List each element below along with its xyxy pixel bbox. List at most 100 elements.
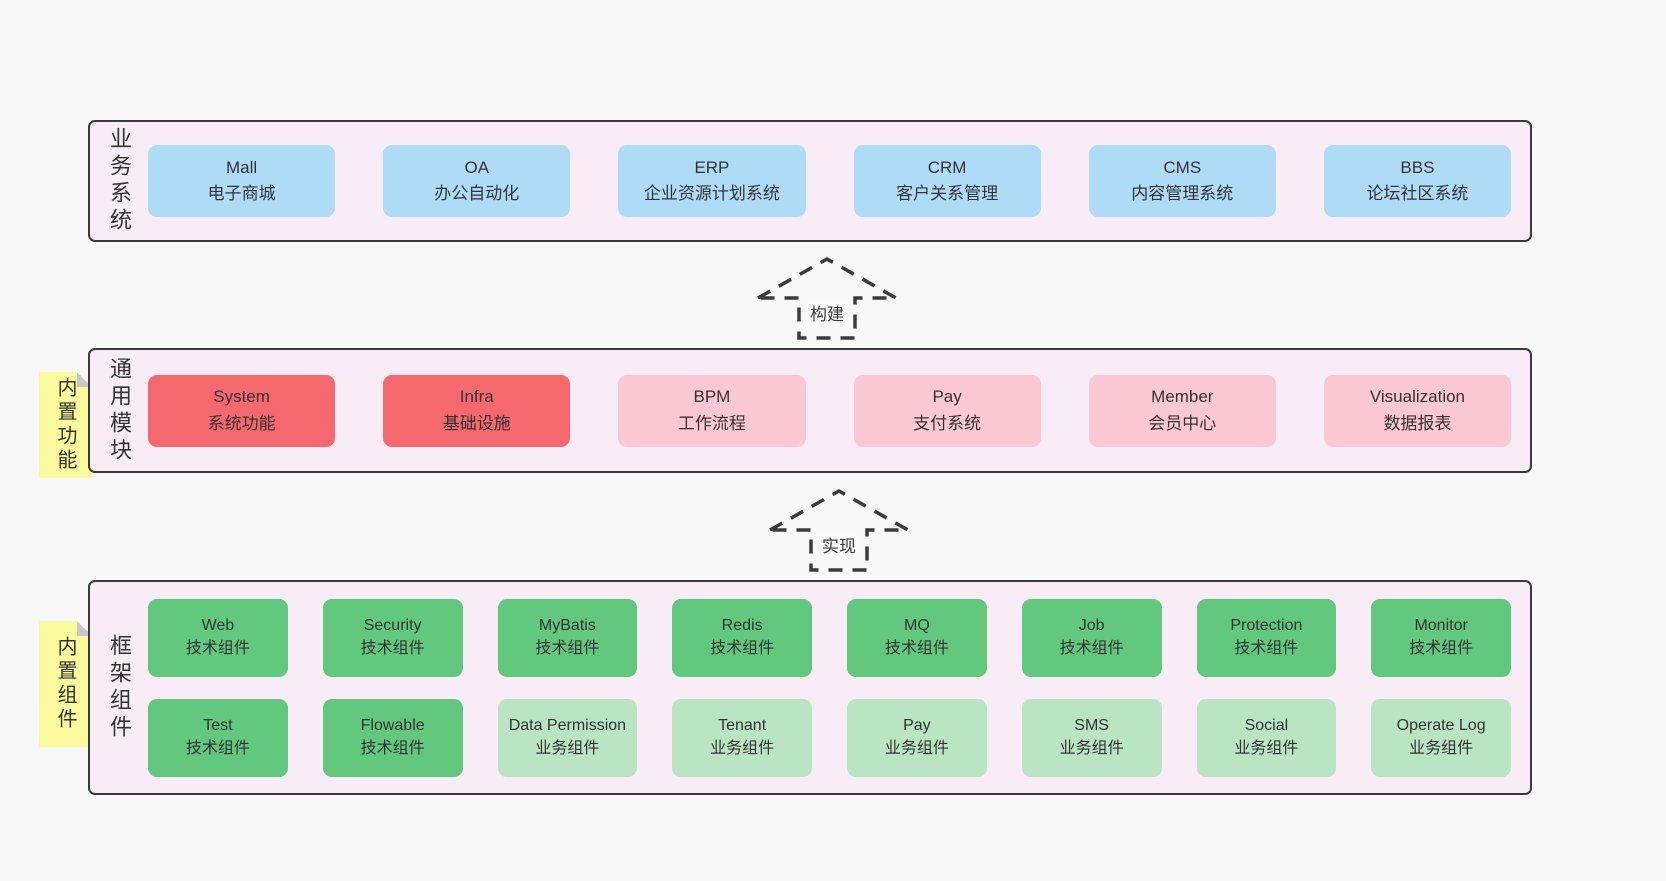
box-pay-component: Pay 业务组件: [847, 698, 987, 777]
box-bpm-desc: 工作流程: [677, 413, 746, 433]
sticky-builtin-components-label: 内置组件: [54, 636, 76, 732]
box-tenant: Tenant 业务组件: [672, 698, 812, 777]
box-data-permission-desc: 业务组件: [535, 739, 600, 757]
box-mq: MQ 技术组件: [847, 598, 987, 677]
box-bbs: BBS 论坛社区系统: [1323, 145, 1512, 217]
box-pay-system-name: Pay: [932, 387, 962, 407]
sticky-note-builtin-features: 内置功能: [39, 372, 92, 478]
box-tenant-name: Tenant: [718, 717, 767, 735]
box-infra-desc: 基础设施: [442, 413, 511, 433]
box-sms-name: SMS: [1074, 717, 1109, 735]
box-sms: SMS 业务组件: [1021, 698, 1162, 777]
business-systems-layer: 业务系统 Mall 电子商城 OA 办公自动化 ERP 企业资源计划系统 CRM…: [88, 120, 1532, 242]
box-monitor-name: Monitor: [1414, 617, 1468, 635]
up-arrow-icon: [764, 488, 914, 572]
box-redis: Redis 技术组件: [672, 598, 812, 677]
biz-components-row: Test 技术组件 Flowable 技术组件 Data Permission …: [148, 698, 1511, 777]
box-operate-log-name: Operate Log: [1396, 717, 1486, 735]
build-arrow-label: 构建: [807, 299, 847, 326]
common-modules-boxes: System 系统功能 Infra 基础设施 BPM 工作流程 Pay 支付系统…: [148, 350, 1530, 471]
box-system-desc: 系统功能: [207, 413, 276, 433]
box-visualization: Visualization 数据报表: [1323, 374, 1512, 447]
box-security-name: Security: [363, 617, 422, 635]
box-bpm-name: BPM: [693, 387, 731, 407]
box-protection-desc: 技术组件: [1234, 639, 1299, 657]
box-tenant-desc: 业务组件: [710, 739, 775, 757]
implement-arrow-label: 实现: [819, 531, 859, 558]
tech-components-row: Web 技术组件 Security 技术组件 MyBatis 技术组件 Redi…: [148, 598, 1511, 677]
framework-components-rows: Web 技术组件 Security 技术组件 MyBatis 技术组件 Redi…: [148, 582, 1530, 793]
box-infra: Infra 基础设施: [383, 374, 571, 447]
box-mybatis-name: MyBatis: [538, 617, 596, 635]
common-modules-layer: 通用模块 System 系统功能 Infra 基础设施 BPM 工作流程 Pay…: [88, 348, 1532, 473]
up-arrow-icon: [752, 256, 902, 340]
box-redis-desc: 技术组件: [710, 639, 775, 657]
box-mall: Mall 电子商城: [148, 145, 336, 217]
box-job-name: Job: [1078, 617, 1105, 635]
box-mq-name: MQ: [903, 617, 930, 635]
box-security-desc: 技术组件: [360, 639, 425, 657]
box-crm: CRM 客户关系管理: [853, 145, 1041, 217]
box-visualization-name: Visualization: [1369, 387, 1466, 407]
business-systems-label: 业务系统: [107, 127, 132, 235]
box-test-desc: 技术组件: [185, 739, 250, 757]
box-operate-log-desc: 业务组件: [1409, 739, 1474, 757]
box-web-name: Web: [201, 617, 235, 635]
box-bbs-name: BBS: [1400, 157, 1435, 177]
box-mybatis-desc: 技术组件: [535, 639, 600, 657]
box-flowable-desc: 技术组件: [360, 739, 425, 757]
box-bpm: BPM 工作流程: [618, 374, 806, 447]
box-member: Member 会员中心: [1088, 374, 1276, 447]
box-cms: CMS 内容管理系统: [1088, 145, 1276, 217]
box-monitor: Monitor 技术组件: [1371, 598, 1511, 677]
box-pay-component-name: Pay: [903, 717, 931, 735]
box-pay-system-desc: 支付系统: [913, 413, 982, 433]
box-security: Security 技术组件: [322, 598, 463, 677]
business-systems-boxes: Mall 电子商城 OA 办公自动化 ERP 企业资源计划系统 CRM 客户关系…: [148, 122, 1530, 240]
box-pay-system: Pay 支付系统: [853, 374, 1041, 447]
box-web-desc: 技术组件: [185, 639, 250, 657]
box-oa-desc: 办公自动化: [434, 184, 520, 203]
box-cms-desc: 内容管理系统: [1131, 184, 1234, 203]
box-job-desc: 技术组件: [1059, 639, 1124, 657]
box-mq-desc: 技术组件: [884, 639, 949, 657]
box-data-permission: Data Permission 业务组件: [497, 698, 638, 777]
box-bbs-desc: 论坛社区系统: [1366, 184, 1469, 203]
box-data-permission-name: Data Permission: [508, 717, 627, 735]
common-modules-label: 通用模块: [107, 356, 132, 465]
box-web: Web 技术组件: [148, 598, 288, 677]
build-arrow: 构建: [752, 253, 902, 343]
sticky-note-builtin-components: 内置组件: [39, 621, 92, 747]
box-infra-name: Infra: [459, 387, 494, 407]
framework-components-layer: 框架组件 Web 技术组件 Security 技术组件 MyBatis 技术组件…: [88, 580, 1532, 795]
box-operate-log: Operate Log 业务组件: [1371, 698, 1511, 777]
box-flowable: Flowable 技术组件: [322, 698, 463, 777]
box-monitor-desc: 技术组件: [1409, 639, 1474, 657]
box-visualization-desc: 数据报表: [1383, 413, 1452, 433]
implement-arrow: 实现: [764, 485, 914, 575]
box-oa: OA 办公自动化: [383, 145, 571, 217]
box-sms-desc: 业务组件: [1059, 739, 1124, 757]
box-social: Social 业务组件: [1196, 698, 1337, 777]
box-redis-name: Redis: [721, 617, 763, 635]
box-protection-name: Protection: [1230, 617, 1303, 635]
box-test-name: Test: [203, 717, 233, 735]
box-social-name: Social: [1244, 717, 1289, 735]
box-crm-desc: 客户关系管理: [896, 184, 999, 203]
box-erp-desc: 企业资源计划系统: [643, 184, 780, 203]
box-system: System 系统功能: [148, 374, 336, 447]
box-mall-desc: 电子商城: [207, 184, 276, 203]
box-oa-name: OA: [464, 157, 490, 177]
framework-components-label: 框架组件: [107, 633, 132, 742]
box-social-desc: 业务组件: [1234, 739, 1299, 757]
box-job: Job 技术组件: [1021, 598, 1162, 677]
box-system-name: System: [213, 387, 270, 407]
box-protection: Protection 技术组件: [1196, 598, 1337, 677]
box-erp: ERP 企业资源计划系统: [618, 145, 806, 217]
box-member-name: Member: [1151, 387, 1214, 407]
box-flowable-name: Flowable: [360, 717, 425, 735]
box-erp-name: ERP: [694, 157, 730, 177]
box-pay-component-desc: 业务组件: [884, 739, 949, 757]
box-cms-name: CMS: [1163, 157, 1202, 177]
box-test: Test 技术组件: [148, 698, 288, 777]
